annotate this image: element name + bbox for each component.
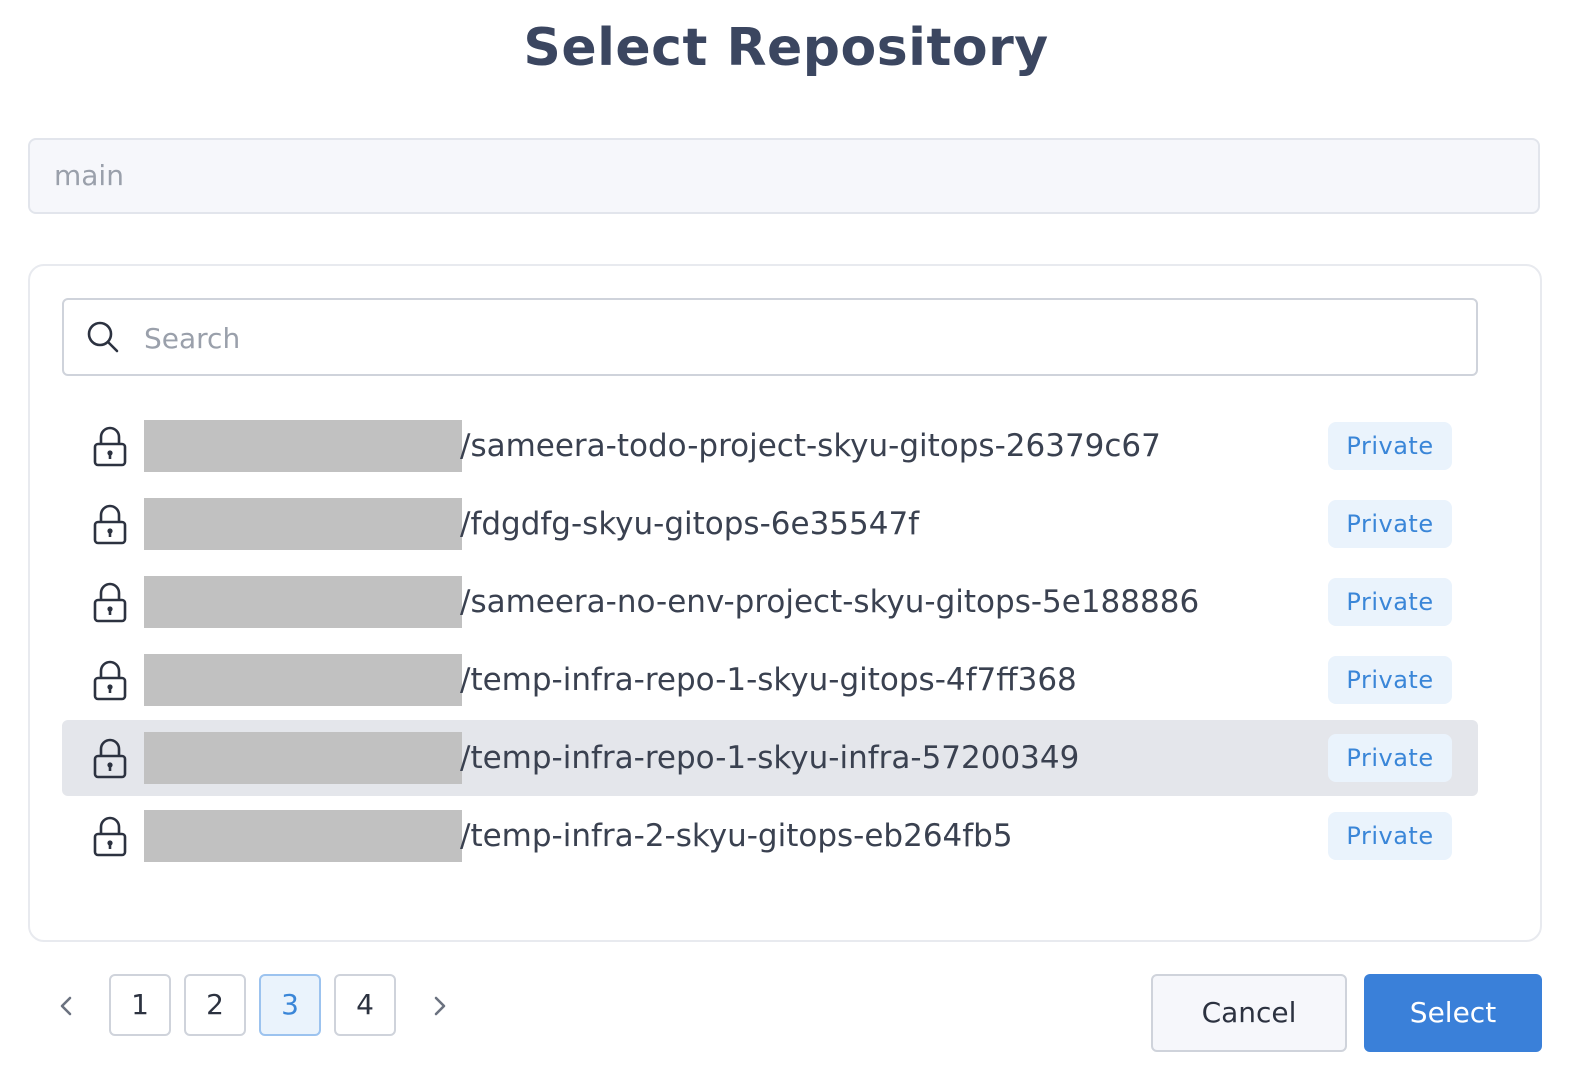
visibility-badge: Private (1328, 500, 1452, 548)
page-button-3[interactable]: 3 (259, 974, 321, 1036)
lock-icon (93, 738, 127, 779)
page-button-4[interactable]: 4 (334, 974, 396, 1036)
repository-list: /sameera-todo-project-skyu-gitops-26379c… (62, 408, 1478, 876)
repository-name: /sameera-no-env-project-skyu-gitops-5e18… (460, 584, 1200, 620)
repository-name: /fdgdfg-skyu-gitops-6e35547f (460, 506, 920, 542)
repository-row[interactable]: /sameera-todo-project-skyu-gitops-26379c… (62, 408, 1478, 484)
page-button-1[interactable]: 1 (109, 974, 171, 1036)
search-input[interactable] (142, 300, 1446, 376)
page-button-2[interactable]: 2 (184, 974, 246, 1036)
redacted-owner (144, 576, 462, 628)
repository-row-selected[interactable]: /temp-infra-repo-1-skyu-infra-57200349 P… (62, 720, 1478, 796)
visibility-badge: Private (1328, 422, 1452, 470)
dialog-title: Select Repository (523, 18, 1049, 78)
repository-name: /sameera-todo-project-skyu-gitops-26379c… (460, 428, 1161, 464)
lock-icon (93, 660, 127, 701)
chevron-left-icon[interactable] (48, 988, 84, 1024)
chevron-right-icon[interactable] (422, 988, 458, 1024)
redacted-owner (144, 420, 462, 472)
lock-icon (93, 426, 127, 467)
redacted-owner (144, 732, 462, 784)
branch-field[interactable]: main (28, 138, 1540, 214)
visibility-badge: Private (1328, 656, 1452, 704)
repository-name: /temp-infra-2-skyu-gitops-eb264fb5 (460, 818, 1013, 854)
redacted-owner (144, 498, 462, 550)
visibility-badge: Private (1328, 578, 1452, 626)
repository-row[interactable]: /temp-infra-repo-1-skyu-gitops-4f7ff368 … (62, 642, 1478, 718)
visibility-badge: Private (1328, 812, 1452, 860)
search-box[interactable] (62, 298, 1478, 376)
repository-row[interactable]: /temp-infra-2-skyu-gitops-eb264fb5 Priva… (62, 798, 1478, 874)
search-icon (87, 321, 119, 353)
repository-name: /temp-infra-repo-1-skyu-gitops-4f7ff368 (460, 662, 1077, 698)
redacted-owner (144, 654, 462, 706)
select-button[interactable]: Select (1364, 974, 1542, 1052)
repository-row[interactable]: /sameera-no-env-project-skyu-gitops-5e18… (62, 564, 1478, 640)
cancel-button[interactable]: Cancel (1151, 974, 1347, 1052)
repository-name: /temp-infra-repo-1-skyu-infra-57200349 (460, 740, 1080, 776)
visibility-badge: Private (1328, 734, 1452, 782)
redacted-owner (144, 810, 462, 862)
repository-row[interactable]: /fdgdfg-skyu-gitops-6e35547f Private (62, 486, 1478, 562)
lock-icon (93, 504, 127, 545)
lock-icon (93, 816, 127, 857)
lock-icon (93, 582, 127, 623)
repository-panel: /sameera-todo-project-skyu-gitops-26379c… (28, 264, 1542, 942)
